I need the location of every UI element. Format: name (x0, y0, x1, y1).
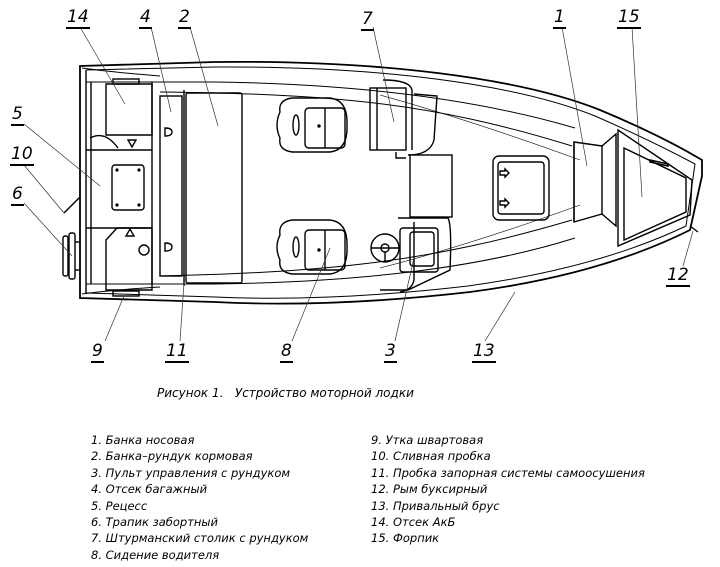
callout-5: 5 (11, 104, 24, 126)
callout-4: 4 (139, 7, 152, 29)
deck-hatch (492, 155, 550, 221)
callout-11: 11 (165, 341, 189, 363)
callout-8: 8 (280, 341, 293, 363)
callout-15: 15 (617, 7, 641, 29)
bow-bench (573, 132, 617, 228)
navigator-table (369, 79, 438, 159)
legend-item: 11. Пробка запорная системы самоосушения (371, 465, 645, 480)
callout-2: 2 (178, 7, 191, 29)
caption-title: Устройство моторной лодки (234, 386, 414, 400)
recess (111, 164, 145, 211)
callout-6: 6 (11, 184, 24, 206)
legend-item: 1. Банка носовая (91, 433, 195, 447)
boarding-ladder (62, 232, 80, 280)
callout-14: 14 (66, 7, 90, 29)
legend-item: 3. Пульт управления с рундуком (91, 465, 291, 480)
callout-13: 13 (472, 341, 496, 363)
legend-item: 4. Отсек багажный (91, 482, 208, 497)
luggage-compartment (159, 95, 183, 277)
stern-area (85, 70, 153, 294)
legend-item: 9. Утка швартовая (371, 433, 484, 447)
forepeak (617, 128, 693, 248)
legend-item: 12. Рым буксирный (371, 482, 488, 497)
legend-item: 14. Отсек АкБ (371, 515, 456, 530)
legend-item: 13. Привальный брус (371, 498, 500, 513)
legend-item: 15. Форпик (371, 531, 440, 546)
lower-stern-compartment (105, 227, 153, 297)
battery-compartment (89, 78, 153, 149)
legend-item: 5. Рецесс (91, 498, 148, 513)
boat-layout-drawing (23, 26, 703, 342)
aft-bench (183, 90, 243, 286)
tow-ring (689, 225, 699, 233)
legend-item: 2. Банка–рундук кормовая (91, 449, 253, 464)
figure-caption: Рисунок 1. Устройство моторной лодки (157, 386, 414, 400)
callout-7: 7 (361, 9, 374, 31)
seat-top (276, 97, 348, 153)
hull-outline (79, 60, 703, 305)
callout-1: 1 (553, 7, 566, 29)
legend-item: 7. Штурманский столик с рундуком (91, 531, 309, 546)
callout-3: 3 (384, 341, 397, 363)
caption-number: Рисунок 1. (157, 386, 224, 400)
legend-item: 10. Сливная пробка (371, 449, 491, 464)
legend-left-column: 1. Банка носовая 2. Банка–рундук кормова… (91, 432, 308, 563)
callout-9: 9 (91, 341, 104, 363)
central-block (409, 154, 453, 218)
seat-driver (276, 219, 348, 275)
legend-item: 6. Трапик забортный (91, 515, 218, 530)
legend-item: 8. Сидение водителя (91, 547, 220, 562)
legend-right-column: 9. Утка швартовая 10. Сливная пробка 11.… (371, 432, 645, 547)
callout-10: 10 (10, 144, 34, 166)
callout-12: 12 (666, 265, 690, 287)
steering-console (370, 217, 452, 293)
leader-lines (23, 26, 694, 342)
